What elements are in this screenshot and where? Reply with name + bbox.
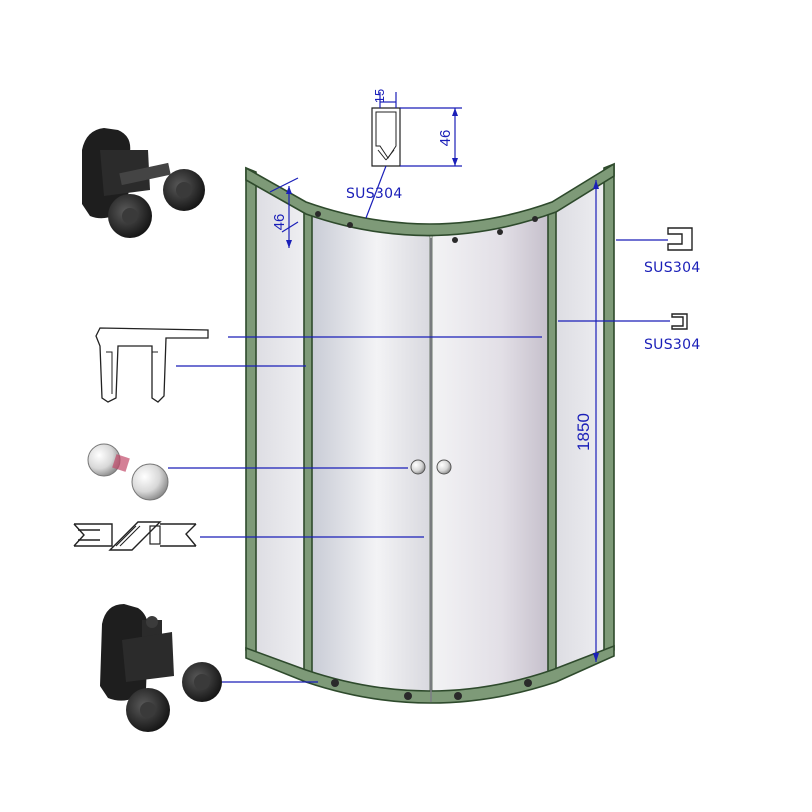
height-label: 1850: [574, 413, 593, 451]
side-profile-1-material: SUS304: [644, 260, 701, 276]
glass-knob-icon: [87, 443, 408, 501]
right-door-knob: [436, 459, 452, 475]
left-sliding-door: [311, 211, 431, 701]
right-sliding-door: [431, 211, 549, 701]
profile-width-label: 15: [372, 89, 387, 103]
bottom-curved-rail: [245, 644, 615, 704]
upper-roller-icon: [82, 128, 205, 238]
magnetic-seal-strip-icon: [73, 521, 424, 551]
lower-roller-icon: [100, 604, 318, 732]
u-channel-profile-icon: [95, 327, 542, 403]
frame-depth-label: 46: [271, 214, 288, 231]
enclosure: [245, 162, 615, 704]
side-profile-callout-2: SUS304: [558, 313, 701, 353]
top-profile-material: SUS304: [346, 186, 403, 202]
top-curved-rail: [245, 162, 615, 237]
top-roller-dots: [315, 211, 538, 243]
bottom-roller-dots: [331, 679, 532, 700]
side-profile-callout-1: SUS304: [616, 227, 701, 276]
top-profile-callout: 15 46 SUS304: [346, 89, 462, 219]
left-fixed-panel: [251, 171, 307, 673]
height-dimension: 1850: [574, 180, 599, 662]
profile-depth-label: 46: [437, 130, 454, 147]
left-door-knob: [410, 459, 426, 475]
square-profile-section: [667, 227, 693, 251]
side-profile-2-material: SUS304: [644, 337, 701, 353]
frame-depth-dimension: 46: [269, 177, 299, 248]
small-profile-section: [671, 313, 688, 330]
left-inner-post: [303, 204, 313, 678]
right-inner-post: [547, 204, 557, 678]
right-frame-post: [603, 162, 615, 658]
left-frame-post: [245, 166, 257, 658]
